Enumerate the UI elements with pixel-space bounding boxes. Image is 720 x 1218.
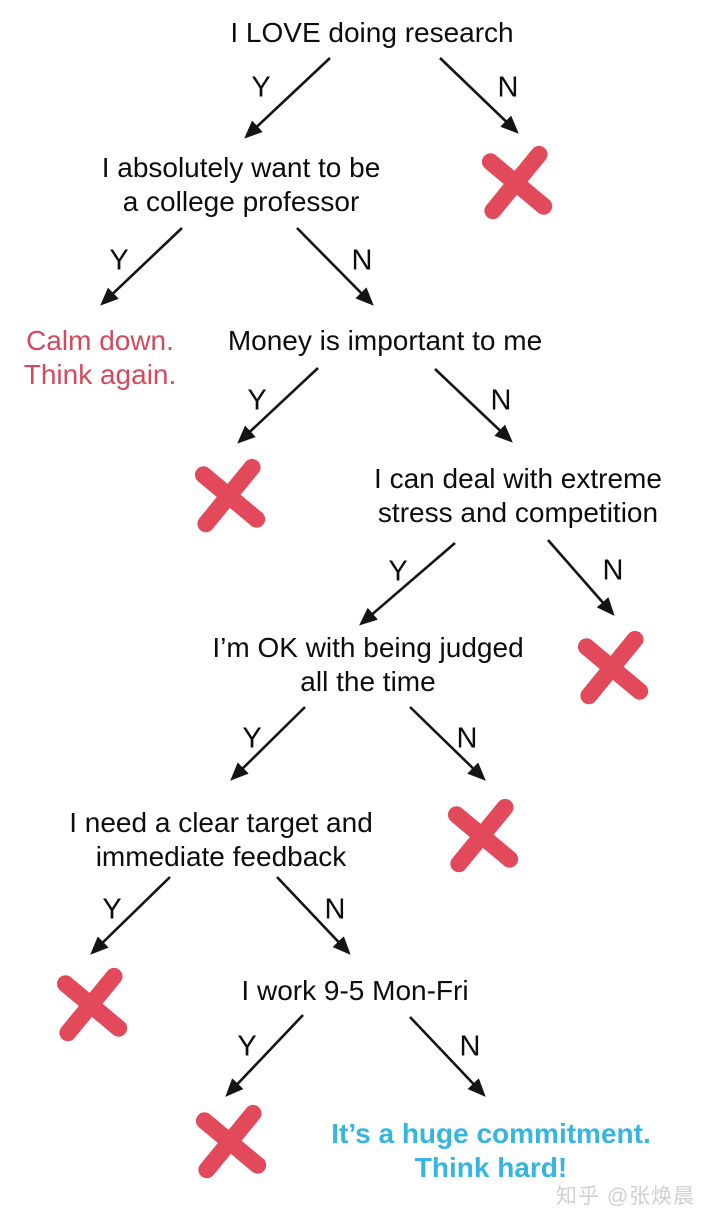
node-text-line: I can deal with extreme: [374, 463, 662, 494]
edge-label-q4-no: N: [602, 554, 624, 587]
edge-label-q7-yes: Y: [237, 1030, 257, 1063]
node-text-line: Money is important to me: [227, 325, 543, 356]
arrow-q7-yes: [225, 1014, 304, 1097]
arrow-q6-yes: [90, 876, 171, 955]
edge-label-q5-yes: Y: [242, 722, 262, 755]
node-text-line: a college professor: [122, 186, 360, 217]
edge-label-q2-no: N: [351, 244, 373, 277]
x-mark-icon: [195, 1104, 267, 1179]
node-text-line: immediate feedback: [95, 841, 347, 872]
edge-label-q6-no: N: [324, 893, 346, 926]
arrow-q1-no: [439, 57, 519, 134]
node-college-professor: I absolutely want to be a college profes…: [102, 151, 381, 219]
outcome-text-line: It’s a huge commitment.: [331, 1118, 651, 1149]
edge-label-q1-no: N: [497, 71, 519, 104]
node-clear-target: I need a clear target and immediate feed…: [69, 806, 373, 874]
edge-label-q2-yes: Y: [109, 244, 129, 277]
node-text-line: I work 9-5 Mon-Fri: [241, 975, 469, 1006]
node-text-line: I need a clear target and: [69, 807, 373, 838]
outcome-text-line: Think again.: [23, 359, 177, 390]
node-text-line: I LOVE doing research: [230, 17, 514, 48]
arrow-q5-no: [409, 706, 486, 781]
edge-label-q3-no: N: [490, 384, 512, 417]
arrow-q1-yes: [244, 57, 331, 139]
arrow-q2-yes: [100, 227, 183, 306]
arrow-q3-yes: [237, 367, 319, 444]
node-text-line: all the time: [300, 666, 436, 697]
node-money-important: Money is important to me: [228, 324, 542, 358]
arrow-q2-no: [296, 227, 374, 306]
edge-label-q6-yes: Y: [102, 893, 122, 926]
node-work-9-5: I work 9-5 Mon-Fri: [241, 974, 468, 1008]
node-text-line: I absolutely want to be: [101, 152, 381, 183]
arrow-q5-yes: [230, 706, 306, 781]
outcome-text-line: Calm down.: [26, 325, 174, 356]
x-mark-icon: [577, 630, 649, 705]
edge-label-q1-yes: Y: [251, 71, 271, 104]
x-mark-icon: [194, 458, 266, 533]
edge-label-q4-yes: Y: [388, 555, 408, 588]
watermark: 知乎 @张焕晨: [556, 1185, 696, 1208]
arrow-q4-no: [547, 539, 615, 616]
node-text-line: stress and competition: [377, 497, 659, 528]
edge-label-q7-no: N: [459, 1030, 481, 1063]
outcome-calm-down: Calm down. Think again.: [24, 324, 177, 392]
node-love-research: I LOVE doing research: [230, 16, 513, 50]
x-mark-icon: [56, 967, 128, 1042]
arrow-q7-no: [409, 1016, 486, 1097]
node-being-judged: I’m OK with being judged all the time: [212, 631, 523, 699]
arrow-q4-yes: [359, 542, 456, 626]
edge-label-q5-no: N: [456, 722, 478, 755]
outcome-text-line: Think hard!: [414, 1152, 568, 1183]
edge-label-q3-yes: Y: [247, 384, 267, 417]
arrow-q3-no: [434, 368, 513, 443]
node-stress-competition: I can deal with extreme stress and compe…: [374, 462, 662, 530]
outcome-huge-commitment: It’s a huge commitment. Think hard!: [331, 1117, 650, 1185]
x-mark-icon: [447, 798, 519, 873]
node-text-line: I’m OK with being judged: [212, 632, 524, 663]
x-mark-icon: [481, 145, 553, 220]
arrow-q6-no: [276, 876, 351, 955]
